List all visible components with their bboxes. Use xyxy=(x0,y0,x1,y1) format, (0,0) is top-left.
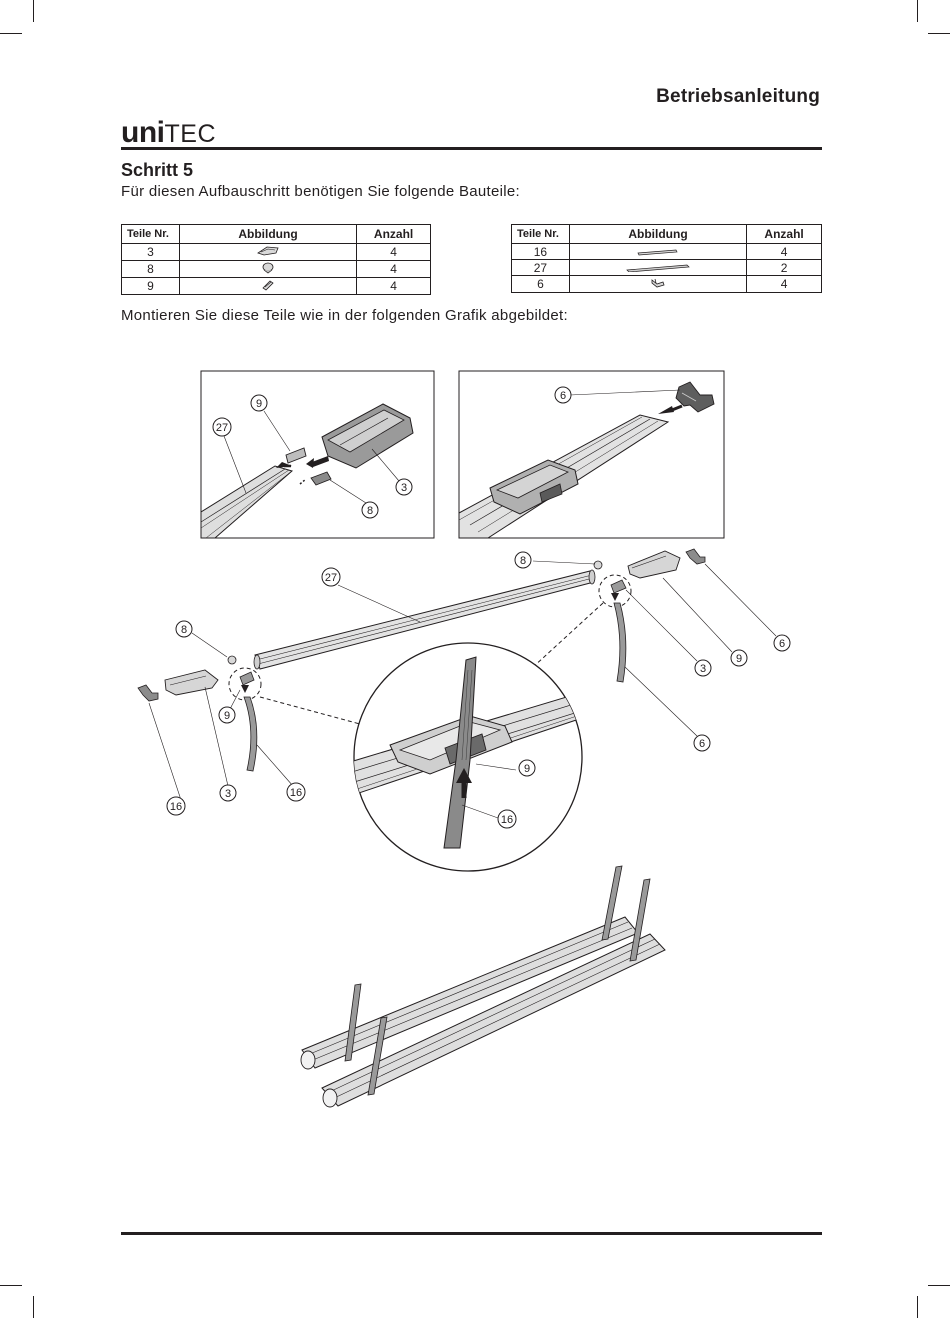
svg-text:8: 8 xyxy=(367,505,373,517)
callout-main-0: 27 xyxy=(322,568,340,586)
callout-main-11: 9 xyxy=(519,760,535,776)
svg-text:8: 8 xyxy=(520,555,526,567)
svg-text:8: 8 xyxy=(181,624,187,636)
detail-view-holder-insertion xyxy=(459,371,724,538)
svg-text:9: 9 xyxy=(224,710,230,722)
svg-text:9: 9 xyxy=(524,763,530,775)
svg-text:16: 16 xyxy=(170,801,182,813)
svg-text:6: 6 xyxy=(560,390,566,402)
svg-text:6: 6 xyxy=(779,638,785,650)
svg-text:27: 27 xyxy=(325,572,337,584)
svg-text:6: 6 xyxy=(699,738,705,750)
svg-text:9: 9 xyxy=(256,398,262,410)
callout-detail_b-0: 6 xyxy=(555,387,571,403)
callout-main-7: 9 xyxy=(731,650,747,666)
callout-main-1: 8 xyxy=(176,621,192,637)
callout-detail_a-2: 3 xyxy=(396,479,412,495)
svg-text:27: 27 xyxy=(216,422,228,434)
svg-text:3: 3 xyxy=(225,788,231,800)
callout-main-3: 6 xyxy=(774,635,790,651)
svg-text:9: 9 xyxy=(736,653,742,665)
svg-text:16: 16 xyxy=(501,814,513,826)
callout-main-4: 3 xyxy=(220,785,236,801)
callout-main-8: 3 xyxy=(695,660,711,676)
assembled-view xyxy=(301,866,665,1107)
callout-main-10: 16 xyxy=(167,797,185,815)
detail-view-rail-end-assembly xyxy=(201,371,434,538)
callout-main-5: 9 xyxy=(219,707,235,723)
callout-main-12: 16 xyxy=(498,810,516,828)
callout-detail_a-3: 8 xyxy=(362,502,378,518)
svg-text:3: 3 xyxy=(700,663,706,675)
callout-main-6: 16 xyxy=(287,783,305,801)
magnified-detail xyxy=(340,643,600,871)
callout-detail_a-0: 9 xyxy=(251,395,267,411)
footer-rule xyxy=(121,1232,822,1235)
svg-text:3: 3 xyxy=(401,482,407,494)
callout-main-2: 8 xyxy=(515,552,531,568)
callout-detail_a-1: 27 xyxy=(213,418,231,436)
callout-main-9: 6 xyxy=(694,735,710,751)
svg-text:16: 16 xyxy=(290,787,302,799)
